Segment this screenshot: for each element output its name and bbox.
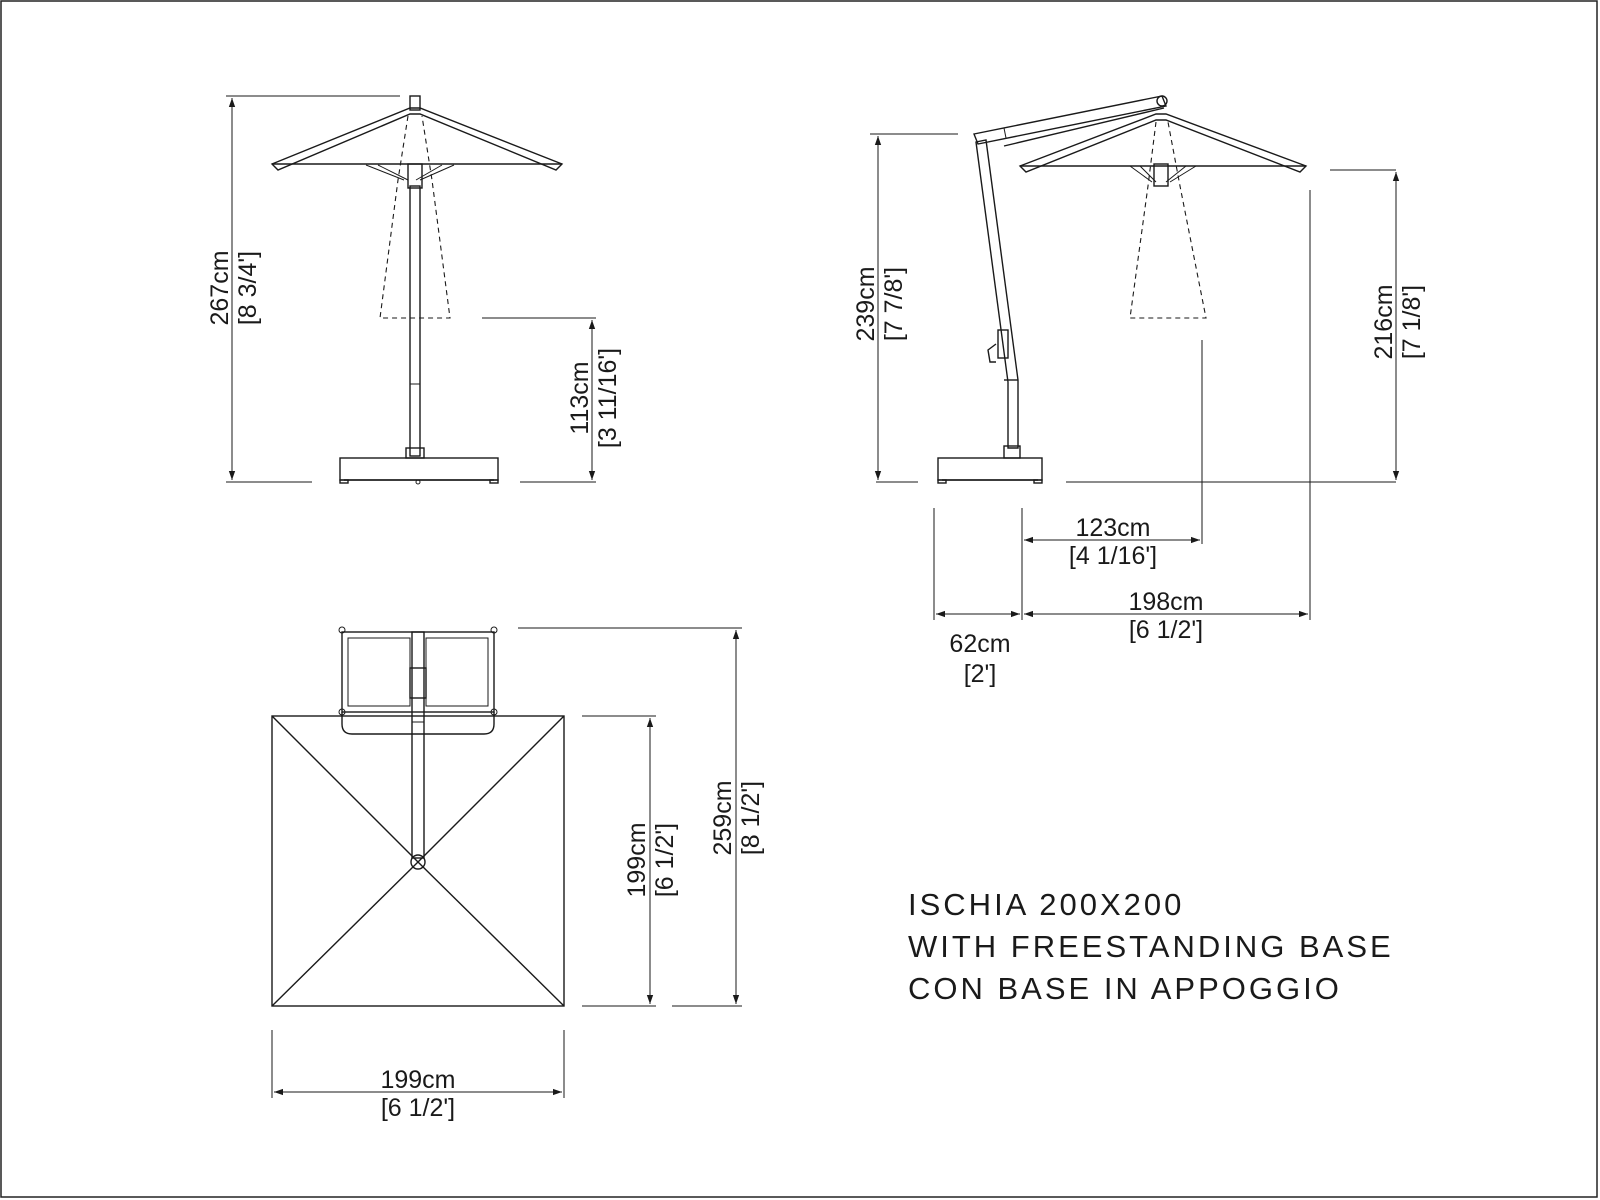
side-offset-cm: 123cm [1075, 514, 1150, 542]
plan-view [271, 626, 742, 1098]
plan-canopy-width-cm: 199cm [380, 1066, 455, 1094]
title-line-2: WITH FREESTANDING BASE [908, 929, 1394, 964]
side-offset-ft: [4 1/16'] [1069, 542, 1157, 570]
side-base-width-ft: [2'] [964, 660, 997, 688]
front-height-ft: [8 3/4'] [234, 251, 262, 325]
plan-canopy-width-ft: [6 1/2'] [381, 1094, 455, 1122]
side-height-cm: 239cm [852, 266, 880, 341]
side-elevation-view [870, 95, 1400, 620]
plan-total-depth-ft: [8 1/2'] [737, 781, 765, 855]
plan-total-depth-cm: 259cm [709, 780, 737, 855]
plan-canopy-depth-cm: 199cm [623, 822, 651, 897]
front-height-cm: 267cm [206, 250, 234, 325]
side-canopy-height-ft: [7 1/8'] [1398, 285, 1426, 359]
side-height-ft: [7 7/8'] [880, 267, 908, 341]
title-line-1: ISCHIA 200X200 [908, 887, 1184, 922]
side-base-width-cm: 62cm [949, 630, 1010, 658]
title-line-3: CON BASE IN APPOGGIO [908, 971, 1342, 1006]
front-elevation-view [226, 95, 596, 485]
side-reach-ft: [6 1/2'] [1129, 616, 1203, 644]
front-clearance-cm: 113cm [566, 361, 594, 434]
plan-canopy-depth-ft: [6 1/2'] [651, 823, 679, 897]
front-clearance-ft: [3 11/16'] [594, 348, 622, 448]
side-canopy-height-cm: 216cm [1370, 284, 1398, 359]
title-block: ISCHIA 200X200 WITH FREESTANDING BASE CO… [908, 887, 1394, 1006]
side-reach-cm: 198cm [1128, 588, 1203, 616]
